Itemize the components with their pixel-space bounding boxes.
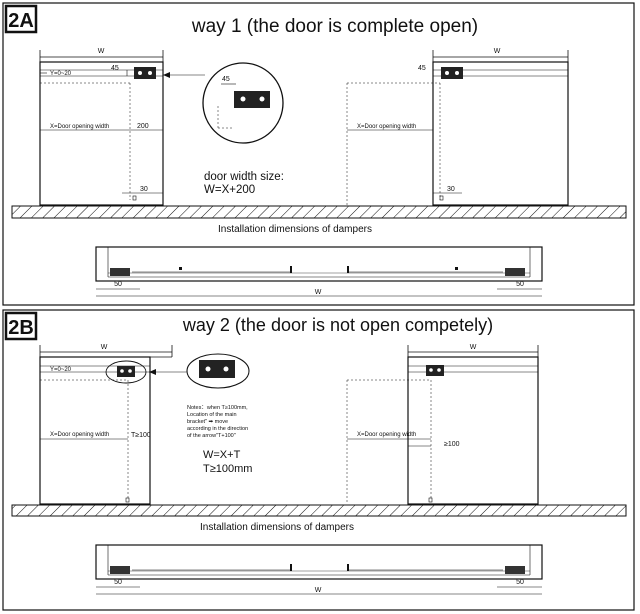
panel-b-right-t: ≥100: [444, 441, 460, 448]
panel-b-rail-50-right: 50: [516, 579, 524, 586]
panel-a-zoom-bracket: [234, 91, 270, 108]
panel-a-title: way 1 (the door is complete open): [191, 16, 478, 37]
panel-b-left-bracket: [117, 366, 135, 377]
panel-b-floor: [11, 504, 627, 517]
panel-b-right-bracket: [426, 365, 444, 376]
panel-b-rail-damper-right: [505, 566, 525, 574]
panel-b-left-t: T≥100: [131, 432, 151, 439]
panel-b-rail-50-left: 50: [114, 579, 122, 586]
panel-a-left-w: W: [98, 48, 105, 55]
panel-a-zoom-callout: 45: [163, 62, 284, 144]
panel-b-right-w: W: [470, 344, 477, 351]
panel-a-left-x: X=Door opening width: [50, 124, 109, 130]
panel-b-rail-w: W: [315, 587, 322, 594]
panel-a-right-30: 30: [447, 186, 455, 193]
panel-a-note-1: door width size:: [204, 171, 284, 183]
panel-b-frame: [2, 309, 635, 611]
panel-b-small-note: Notes：when T≥100mm, Location of the main…: [187, 405, 248, 439]
panel-a-left-bracket: [134, 67, 156, 79]
panel-a-right-45: 45: [418, 65, 426, 72]
panel-a-rail-damper-right: [505, 268, 525, 276]
panel-b-note-line: Notes：when T≥100mm,: [187, 405, 248, 411]
panel-b-zoom-callout: [149, 353, 250, 389]
panel-a-rail-w: W: [315, 289, 322, 296]
panel-b-left-door: W Y=0~20 X=Door opening width T≥100: [39, 344, 173, 505]
panel-a-caption: Installation dimensions of dampers: [218, 224, 372, 235]
panel-b-note-line: according in the direction: [187, 426, 248, 432]
panel-b-formula-1: W=X+T: [203, 449, 241, 461]
panel-a-frame: [2, 2, 635, 306]
panel-b-zoom-bracket: [199, 360, 235, 378]
panel-a-right-bracket: [441, 67, 463, 79]
panel-b-y-range: Y=0~20: [50, 367, 72, 373]
panel-b-rail: 50 50 W: [95, 544, 543, 595]
panel-b-left-w: W: [101, 344, 108, 351]
panel-a-left-door: W Y=0~20 45 X=Door opening width 200 30: [39, 48, 164, 206]
panel-b-tag-box: [4, 311, 38, 341]
panel-b-note-line: of the arrow"T+100": [187, 433, 236, 439]
panel-a-right-x: X=Door opening width: [357, 124, 416, 130]
panel-b-rail-damper-left: [110, 566, 130, 574]
panel-a-rail-50-right: 50: [516, 281, 524, 288]
panel-a-right-door: W 45 X=Door opening width 30: [346, 48, 569, 206]
panel-b-title: way 2 (the door is not open competely): [182, 315, 493, 335]
panel-b-right-x: X=Door opening width: [357, 432, 416, 438]
panel-a-zoom-45: 45: [222, 76, 230, 83]
panel-a-floor: [11, 205, 627, 219]
panel-a-right-w: W: [494, 48, 501, 55]
panel-a-y-range: Y=0~20: [50, 71, 72, 77]
panel-b-note-line: bracket" ➡ move: [187, 419, 228, 425]
panel-b-right-door: W X=Door opening width ≥100: [346, 344, 539, 505]
panel-a-tag: 2A: [8, 10, 34, 32]
panel-a-200: 200: [137, 123, 149, 130]
panel-b-note-line: Location of the main: [187, 412, 237, 418]
panel-a-rail-damper-left: [110, 268, 130, 276]
panel-a-rail-50-left: 50: [114, 281, 122, 288]
panel-b-caption: Installation dimensions of dampers: [200, 522, 354, 533]
panel-a-rail: 50 50 W: [95, 246, 543, 297]
panel-a-left-45: 45: [111, 65, 119, 72]
panel-a-left-30: 30: [140, 186, 148, 193]
panel-b-left-x: X=Door opening width: [50, 432, 109, 438]
panel-a-tag-box: [4, 4, 38, 34]
panel-b-formula-2: T≥100mm: [203, 463, 252, 475]
panel-b-tag: 2B: [8, 317, 34, 339]
panel-a-note-2: W=X+200: [204, 184, 255, 196]
